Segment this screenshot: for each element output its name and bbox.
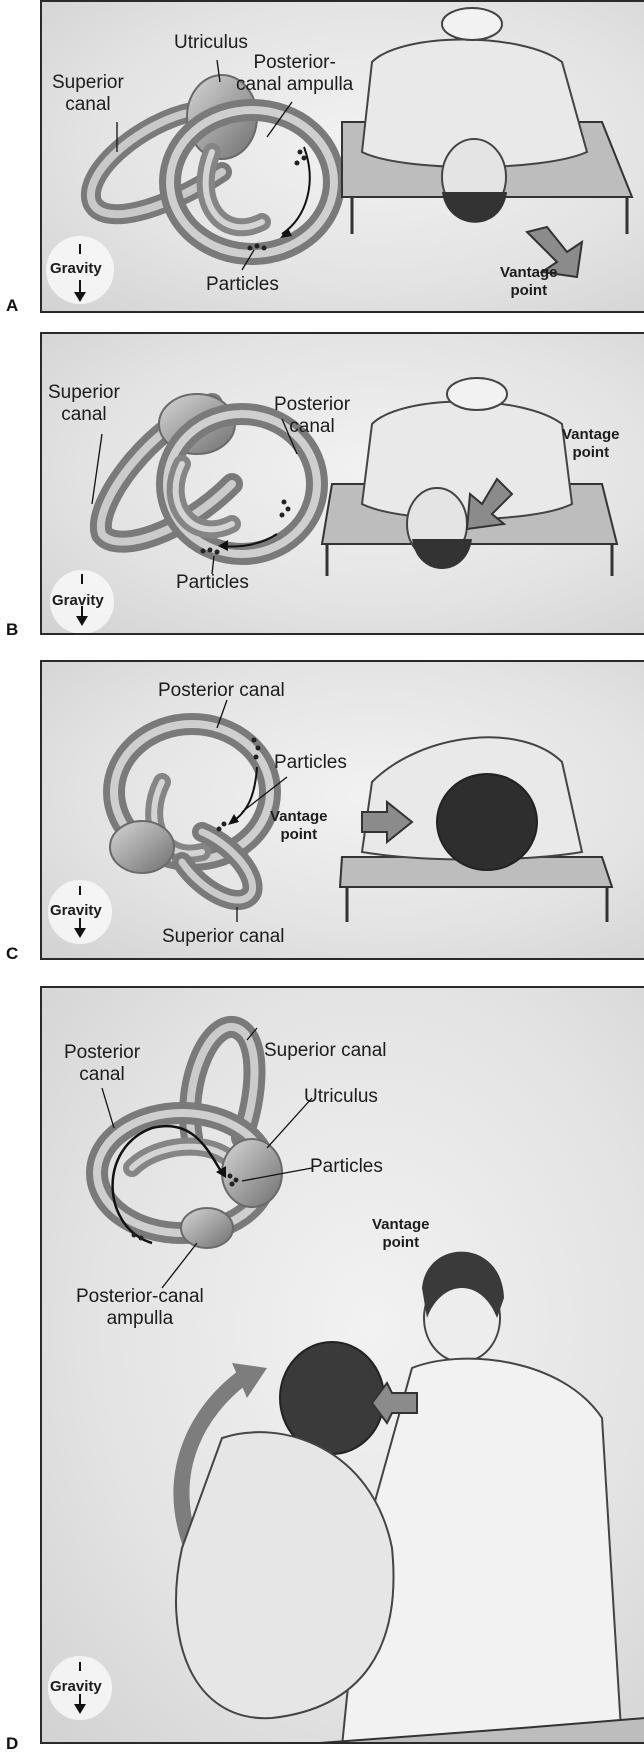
label-posterior-canal: Posterior canal [274,394,350,438]
panel-letter-d: D [6,1734,18,1754]
label-vantage-point: Vantage point [562,426,620,462]
panel-letter-a: A [6,296,18,316]
label-posterior-canal-ampulla: Posterior- canal ampulla [236,52,353,96]
panel-c-illustration [42,662,644,960]
panel-letter-b: B [6,620,18,640]
label-gravity: Gravity [50,258,102,280]
label-superior-canal: Superior canal [162,926,285,948]
label-posterior-canal: Posterior canal [158,680,285,702]
label-posterior-canal: Posterior canal [64,1042,140,1086]
utriculus-shape [222,1139,282,1207]
label-posterior-canal-ampulla: Posterior-canal ampulla [76,1286,204,1330]
panel-d: Posterior canal Superior canal Utriculus… [40,986,644,1744]
particle-path-arrow [282,147,310,234]
label-superior-canal: Superior canal [48,382,120,426]
patient-head [437,774,537,870]
patient-body [362,402,572,520]
label-vantage-point: Vantage point [372,1216,430,1252]
panel-b-illustration [42,334,644,635]
label-gravity: Gravity [50,900,102,922]
label-vantage-point: Vantage point [270,808,328,844]
label-particles: Particles [310,1156,383,1178]
panel-b: Superior canal Posterior canal Particles… [40,332,644,635]
label-utriculus: Utriculus [174,32,248,54]
label-vantage-point: Vantage point [500,264,558,300]
label-particles: Particles [274,752,347,774]
posterior-canal-ampulla-shape [181,1208,233,1248]
panel-a: Utriculus Superior canal Posterior- cana… [40,0,644,313]
label-utriculus: Utriculus [304,1086,378,1108]
panel-c: Posterior canal Particles Vantage point … [40,660,644,960]
label-particles: Particles [206,274,279,296]
label-particles: Particles [176,572,249,594]
panel-letter-c: C [6,944,18,964]
particle-path-arrow [232,767,257,822]
label-gravity: Gravity [50,1676,102,1698]
label-superior-canal: Superior canal [264,1040,387,1062]
label-gravity: Gravity [52,590,104,612]
label-superior-canal: Superior canal [52,72,124,116]
patient-body [176,1432,394,1718]
